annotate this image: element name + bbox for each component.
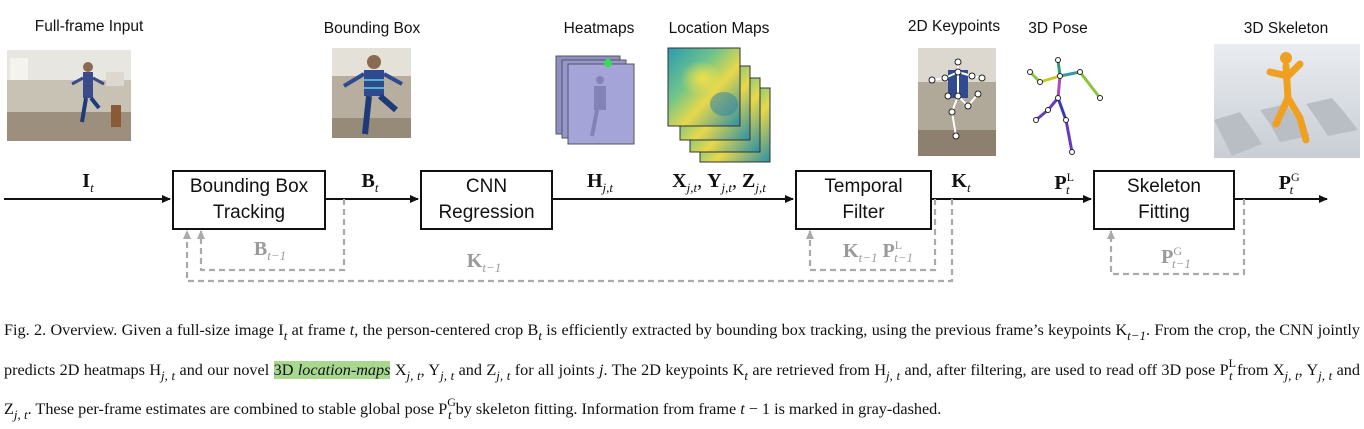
bounding-box-thumbnail (332, 48, 411, 138)
box-temporal-filter: Temporal Filter (795, 170, 932, 230)
box-bounding-box-tracking: Bounding Box Tracking (172, 170, 326, 230)
symbol-I-t: It (82, 170, 94, 195)
symbol-K-P-t-minus-1: Kt−1 PLt−1 (843, 238, 913, 265)
label-heatmaps: Heatmaps (563, 20, 635, 37)
label-bounding-box: Bounding Box (323, 20, 421, 37)
label-2d-keypoints: 2D Keypoints (907, 18, 1001, 35)
box-line-2: Filter (842, 202, 885, 223)
label-full-frame-input: Full-frame Input (34, 18, 144, 35)
symbol-P-t-L: PLt (1054, 170, 1074, 197)
label-3d-skeleton: 3D Skeleton (1243, 20, 1329, 37)
keypoints-2d-thumbnail (918, 48, 996, 156)
box-line-2: Tracking (212, 202, 286, 223)
box-line-1: Bounding Box (189, 176, 309, 197)
label-3d-pose: 3D Pose (1028, 20, 1088, 37)
skeleton-3d-render (1214, 44, 1360, 158)
symbol-B-t-minus-1: Bt−1 (253, 238, 287, 263)
figure-caption: Fig. 2. Overview. Given a full-size imag… (4, 321, 1360, 422)
box-cnn-regression: CNN Regression (420, 170, 553, 230)
pipeline-connectors (4, 44, 1360, 283)
feedback-dashed-arrows (183, 199, 1246, 283)
box-line-2: Fitting (1138, 202, 1190, 223)
pose-3d-figure (1027, 57, 1103, 155)
location-maps-stack (667, 47, 771, 163)
full-frame-thumbnail (7, 50, 131, 141)
symbol-XYZ-jt: Xj,t, Yj,t, Zj,t (672, 170, 766, 195)
symbol-B-t: Bt (361, 170, 379, 195)
box-line-1: Skeleton (1127, 176, 1201, 197)
symbol-K-t-minus-1: Kt−1 (466, 250, 502, 275)
label-location-maps: Location Maps (668, 20, 770, 37)
symbol-K-t: Kt (951, 170, 971, 195)
box-line-2: Regression (438, 202, 535, 223)
caption-highlight: 3D location-maps (273, 360, 391, 379)
overview-figure: Full-frame Input Bounding Box Heatmaps L… (4, 18, 1360, 283)
box-skeleton-fitting: Skeleton Fitting (1093, 170, 1235, 230)
symbol-P-G-t-minus-1: PGt−1 (1161, 244, 1191, 271)
box-line-1: Temporal (824, 176, 903, 197)
symbol-P-t-G: PGt (1278, 170, 1300, 197)
symbol-H-jt: Hj,t (586, 170, 614, 195)
box-line-1: CNN (465, 176, 508, 197)
heatmaps-stack (555, 55, 635, 145)
